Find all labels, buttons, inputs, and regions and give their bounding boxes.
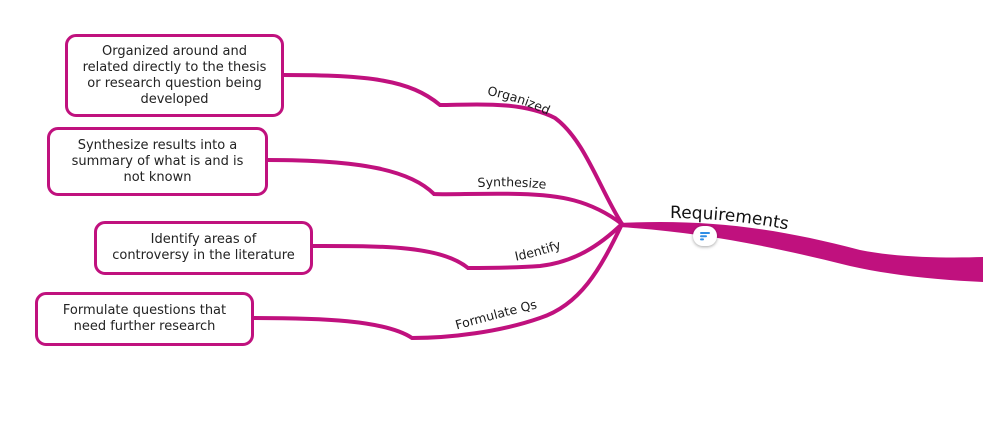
- subtopic-synthesize[interactable]: Synthesize results into a summary of wha…: [47, 127, 268, 196]
- subtopic-organized[interactable]: Organized around and related directly to…: [65, 34, 284, 117]
- subtopic-identify-text: Identify areas of controversy in the lit…: [112, 232, 295, 263]
- subtopic-formulate-text: Formulate questions that need further re…: [62, 303, 227, 334]
- branch-label-synthesize[interactable]: Synthesize: [477, 174, 547, 192]
- subtopic-synthesize-text: Synthesize results into a summary of wha…: [71, 137, 244, 185]
- notes-icon-glyph: [700, 232, 710, 241]
- central-topic-trunk: [619, 221, 983, 282]
- branch-label-organized[interactable]: Organized: [486, 83, 552, 117]
- branch-line-organized: [281, 73, 624, 226]
- branch-label-identify[interactable]: Identify: [513, 237, 563, 264]
- branch-line-identify: [310, 222, 624, 271]
- branch-label-formulate[interactable]: Formulate Qs: [454, 296, 539, 332]
- branch-line-synthesize: [265, 158, 624, 226]
- subtopic-formulate[interactable]: Formulate questions that need further re…: [35, 292, 254, 346]
- notes-icon[interactable]: [693, 226, 717, 246]
- branch-line-formulate: [251, 222, 624, 341]
- subtopic-identify[interactable]: Identify areas of controversy in the lit…: [94, 221, 313, 275]
- subtopic-organized-text: Organized around and related directly to…: [82, 43, 267, 107]
